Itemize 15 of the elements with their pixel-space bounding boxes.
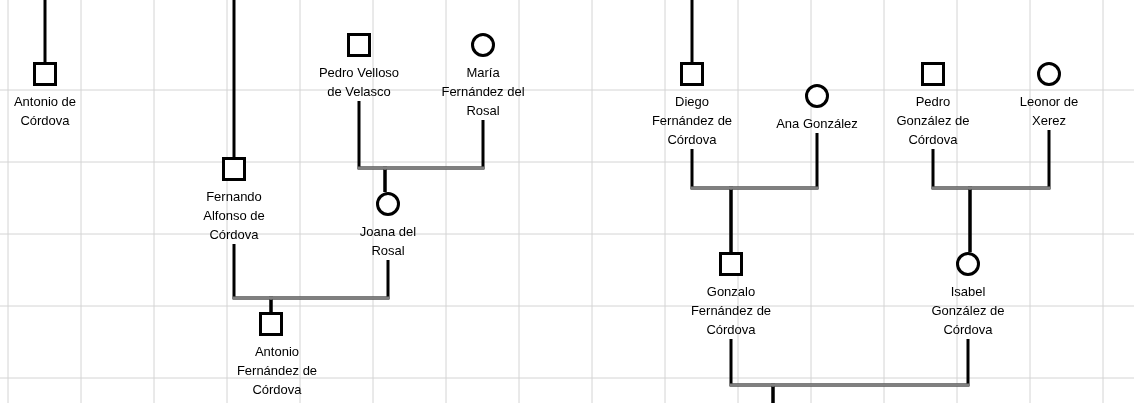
person-name: Isabel González de Córdova	[930, 283, 1006, 339]
person-name: Joana del Rosal	[358, 223, 418, 260]
family-line	[232, 0, 236, 157]
person-name: Ana González	[776, 115, 858, 133]
person-name: Leonor de Xerez	[1018, 93, 1080, 130]
person-name: María Fernández del Rosal	[440, 64, 526, 120]
person-name: Pedro González de Córdova	[895, 93, 971, 149]
person-name: Diego Fernández de Córdova	[650, 93, 734, 149]
person-name: Pedro Velloso de Velasco	[317, 64, 401, 101]
family-line	[43, 0, 47, 62]
family-line	[690, 0, 694, 62]
person-name: Gonzalo Fernández de Córdova	[689, 283, 773, 339]
person-name: Fernando Alfonso de Córdova	[202, 188, 266, 244]
person-name: Antonio Fernández de Córdova	[235, 343, 319, 399]
person-name: Antonio de Córdova	[12, 93, 78, 130]
